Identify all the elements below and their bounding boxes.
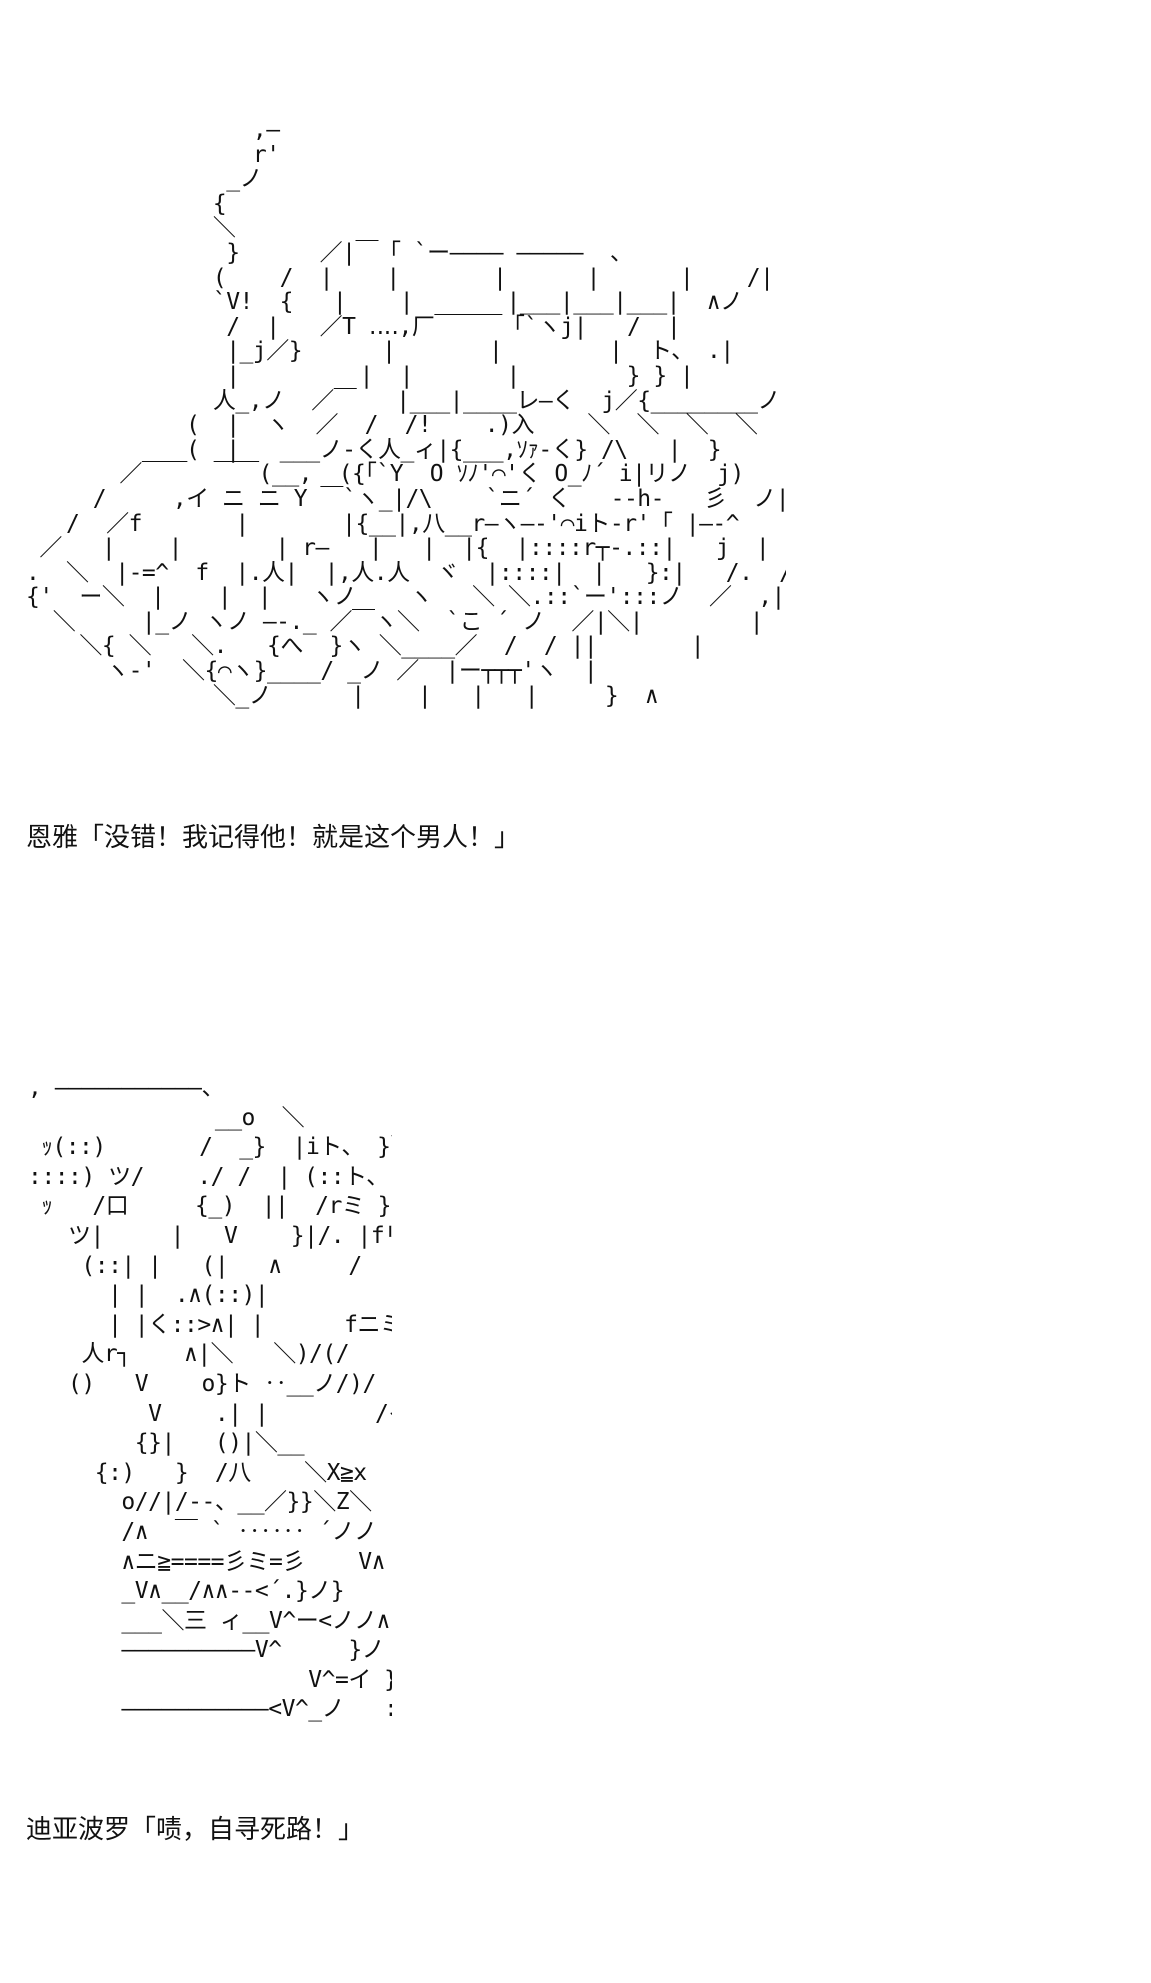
ascii-art-enya: ,— r' _ノ { ＼ } ／|￣「 `ー―――― ――――― 、 ( / |… (26, 118, 786, 709)
ascii-art-diavolo: , ―――――――――――、 __o ＼ ｯ(::) / _} |iト、 }＼_… (28, 1075, 392, 1723)
dialogue-line-enya: 恩雅「没错！我记得他！就是这个男人！」 (26, 823, 521, 853)
dialogue-line-diavolo: 迪亚波罗「啧，自寻死路！」 (26, 1815, 365, 1845)
